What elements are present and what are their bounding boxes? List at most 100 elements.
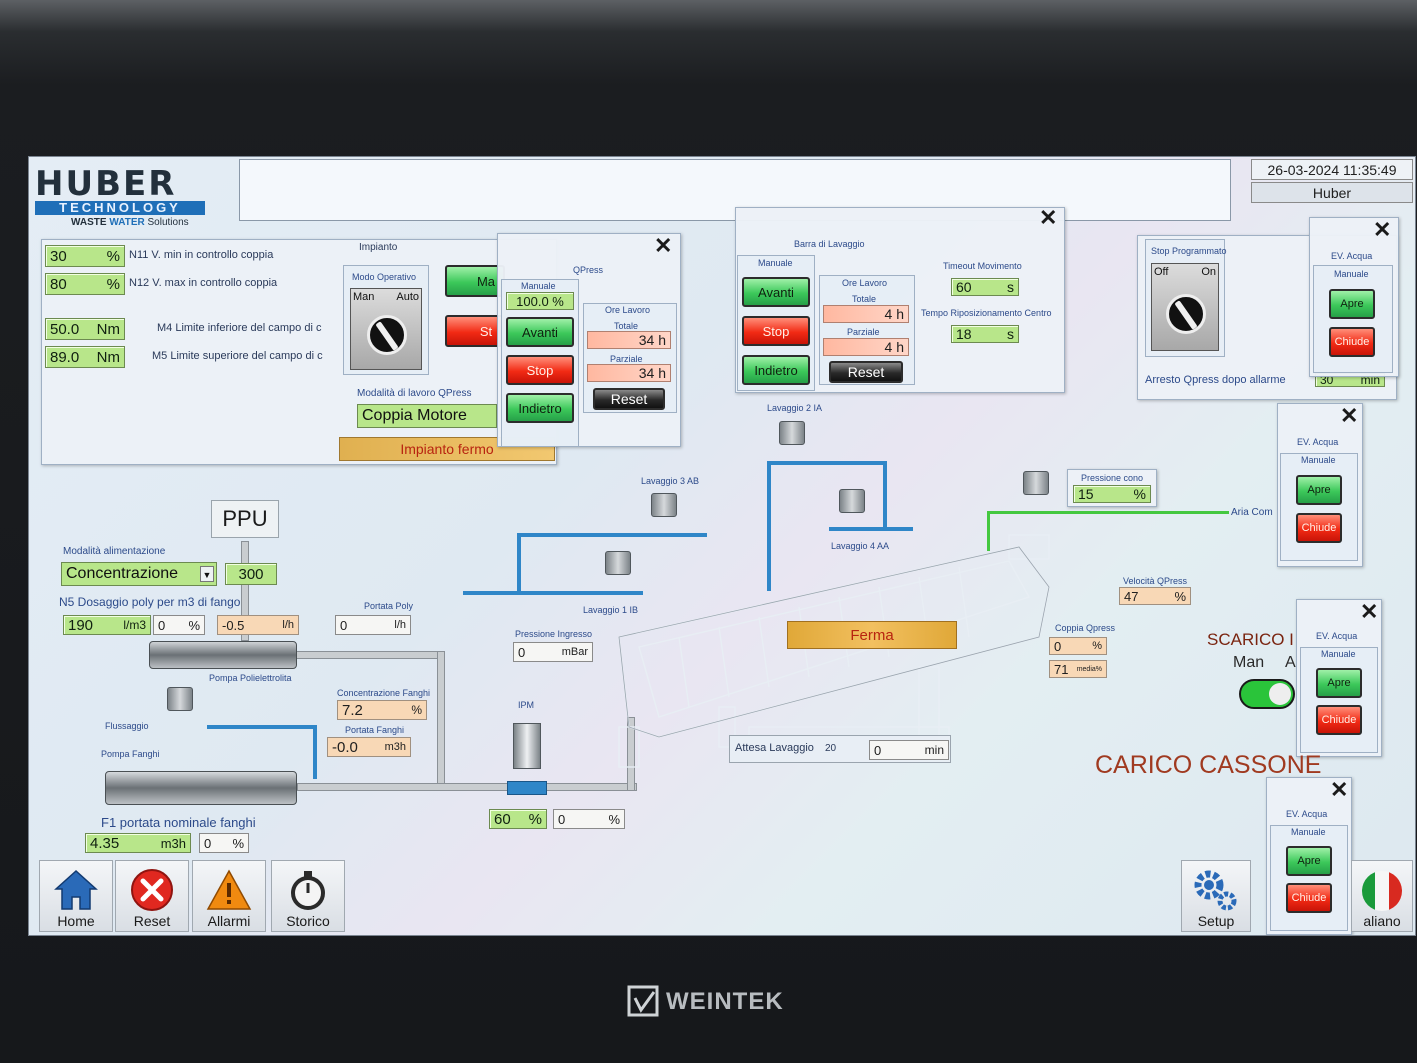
barra-indietro-button[interactable]: Indietro	[742, 355, 810, 385]
poly-pump-icon[interactable]	[149, 641, 297, 669]
vel-value: 47%	[1119, 587, 1191, 605]
portata-fanghi-label: Portata Fanghi	[345, 725, 405, 735]
weintek-logo-icon	[627, 985, 659, 1017]
ipm-out: 0%	[553, 809, 625, 829]
barra-avanti-button[interactable]: Avanti	[742, 277, 810, 307]
qpress-title: QPress	[573, 265, 604, 275]
chevron-down-icon[interactable]: ▼	[200, 566, 214, 582]
ev-popup-2-chiude-button[interactable]: Chiude	[1296, 513, 1342, 543]
lav2-valve[interactable]	[779, 421, 805, 445]
qpress-machine-drawing	[618, 534, 1050, 768]
ev-popup-3-chiude-button[interactable]: Chiude	[1316, 705, 1362, 735]
m4-label: M4 Limite inferiore del campo di c	[157, 322, 322, 334]
scarico-toggle[interactable]	[1239, 679, 1295, 709]
lav1-valve[interactable]	[605, 551, 631, 575]
air-valve[interactable]	[1023, 471, 1049, 495]
scarico-label: SCARICO I	[1207, 630, 1294, 649]
logo-tag-solutions: Solutions	[147, 217, 189, 228]
modo-auto: Auto	[396, 291, 419, 303]
modo-man: Man	[353, 291, 375, 303]
ev-popup-4-box	[1270, 825, 1348, 931]
m5-label: M5 Limite superiore del campo di c	[152, 350, 323, 362]
qpress-indietro-button[interactable]: Indietro	[506, 393, 574, 423]
ev-popup-2-apre-button[interactable]: Apre	[1296, 475, 1342, 505]
ev-popup-4-chiude-button[interactable]: Chiude	[1286, 883, 1332, 913]
ev-popup-1-apre-button[interactable]: Apre	[1329, 289, 1375, 319]
stop-prog-label: Arresto Qpress dopo allarme	[1145, 374, 1286, 386]
qpress-avanti-button[interactable]: Avanti	[506, 317, 574, 347]
ev-popup-4-apre-button[interactable]: Apre	[1286, 846, 1332, 876]
qpress-stop-button[interactable]: Stop	[506, 355, 574, 385]
modalita-value[interactable]: Coppia Motore	[357, 404, 497, 428]
warning-icon	[206, 869, 252, 910]
sludge-pump-icon[interactable]	[105, 771, 297, 805]
storico-button[interactable]: Storico	[271, 860, 345, 932]
alim-num[interactable]: 300	[225, 563, 277, 585]
wash-pipe-main	[463, 591, 643, 595]
wash-pipe-3-top	[517, 533, 707, 537]
feed-pipe-up	[627, 717, 635, 791]
ppu-box[interactable]: PPU	[211, 500, 279, 538]
n12-value[interactable]: 80%	[45, 273, 125, 295]
stopwatch-icon	[291, 871, 325, 910]
barra-totale-value: 4 h	[823, 305, 909, 323]
impianto-start-button[interactable]: St	[445, 315, 505, 347]
press-cono-label: Pressione cono	[1081, 473, 1144, 483]
press-cono-value[interactable]: 15%	[1073, 485, 1151, 503]
ev-popup-4-close-icon[interactable]: ✕	[1330, 777, 1349, 802]
ev-popup-1-chiude-button[interactable]: Chiude	[1329, 327, 1375, 357]
ipm-sensor-icon[interactable]	[513, 723, 541, 769]
italy-flag-icon	[1362, 871, 1402, 911]
barra-manuale-label: Manuale	[758, 258, 793, 268]
barra-close-icon[interactable]: ✕	[1039, 205, 1058, 230]
barra-totale-label: Totale	[852, 294, 877, 304]
impianto-man-button[interactable]: Ma	[445, 265, 505, 297]
ev-popup-1-close-icon[interactable]: ✕	[1373, 217, 1392, 242]
allarmi-button[interactable]: Allarmi	[192, 860, 266, 932]
n11-value[interactable]: 30%	[45, 245, 125, 267]
reset-button[interactable]: Reset	[115, 860, 189, 932]
qpress-close-icon[interactable]: ✕	[654, 233, 673, 258]
stop-prog-knob[interactable]	[1166, 294, 1206, 334]
barra-stop-button[interactable]: Stop	[742, 316, 810, 346]
stop-prog-switch: Off On	[1151, 263, 1219, 351]
n5-label: N5 Dosaggio poly per m3 di fango	[59, 595, 241, 609]
aria-label: Aria Com	[1231, 507, 1273, 518]
setup-button[interactable]: Setup	[1181, 860, 1251, 932]
home-icon	[54, 869, 98, 910]
pompa-poly-label: Pompa Polielettrolita	[209, 673, 292, 683]
language-button[interactable]: aliano	[1351, 860, 1413, 932]
ev-popup-3-apre-button[interactable]: Apre	[1316, 668, 1362, 698]
ev-popup-2-close-icon[interactable]: ✕	[1340, 403, 1359, 428]
ev-popup-3-manuale: Manuale	[1321, 649, 1356, 659]
lav3-label: Lavaggio 3 AB	[641, 476, 700, 486]
lav4-valve[interactable]	[839, 489, 865, 513]
logo-sub: TECHNOLOGY	[35, 201, 205, 215]
ev-popup-3-close-icon[interactable]: ✕	[1360, 599, 1379, 624]
home-button[interactable]: Home	[39, 860, 113, 932]
sludge-pipe	[297, 783, 637, 791]
flux-valve[interactable]	[167, 687, 193, 711]
qpress-speed[interactable]: 100.0 %	[506, 292, 574, 310]
attesa-label: Attesa Lavaggio	[735, 742, 814, 754]
air-pipe	[989, 511, 1229, 514]
qpress-reset-button[interactable]: Reset	[593, 388, 665, 410]
impianto-title: Impianto	[359, 242, 398, 253]
user-display[interactable]: Huber	[1251, 182, 1413, 203]
alim-select[interactable]: Concentrazione ▼	[61, 562, 217, 586]
modo-selector-knob[interactable]	[367, 315, 407, 355]
wash-pipe-2-down	[883, 461, 887, 529]
ipm-pct[interactable]: 60%	[489, 809, 547, 829]
barra-reset-button[interactable]: Reset	[829, 361, 903, 383]
barra-tempo-label: Tempo Riposizionamento Centro	[921, 308, 1052, 318]
pompa-fanghi-label: Pompa Fanghi	[101, 749, 160, 759]
ev-popup-2-box	[1280, 453, 1358, 561]
lav3-valve[interactable]	[651, 493, 677, 517]
